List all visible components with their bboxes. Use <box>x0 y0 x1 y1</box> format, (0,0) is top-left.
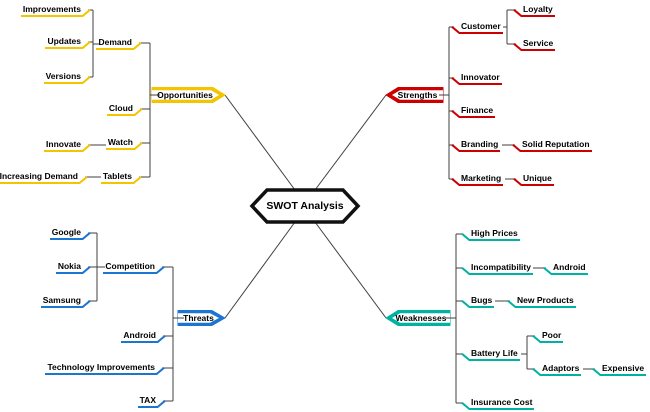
topic-service[interactable]: Service <box>521 38 556 51</box>
topic-loyalty[interactable]: Loyalty <box>521 4 555 17</box>
topic-branding[interactable]: Branding <box>459 139 501 152</box>
strengths-banner-shape <box>385 87 444 103</box>
topic-versions[interactable]: Versions <box>43 71 83 84</box>
opportunities-bracket <box>85 9 160 178</box>
topic-tax[interactable]: TAX <box>137 395 158 408</box>
branch-threats[interactable]: Threats <box>183 313 214 323</box>
center-topic[interactable]: SWOT Analysis <box>266 200 344 212</box>
weaknesses-banner-shape <box>385 310 451 326</box>
topic-updates[interactable]: Updates <box>45 36 83 49</box>
topic-watch[interactable]: Watch <box>105 137 135 150</box>
topic-android-weakness[interactable]: Android <box>551 262 588 275</box>
topic-google[interactable]: Google <box>49 227 83 240</box>
center-branch-links <box>224 94 387 319</box>
topic-adaptors[interactable]: Adaptors <box>540 363 582 376</box>
topic-android-threat[interactable]: Android <box>121 330 158 343</box>
weaknesses-bracket <box>446 233 595 404</box>
topic-battery-life[interactable]: Battery Life <box>469 348 520 361</box>
topic-incompatibility[interactable]: Incompatibility <box>469 262 533 275</box>
threats-banner-shape <box>177 310 226 326</box>
threats-bracket <box>88 232 184 402</box>
topic-high-prices[interactable]: High Prices <box>469 228 520 241</box>
topic-technology-improvements[interactable]: Technology Improvements <box>45 362 157 375</box>
strengths-bracket <box>439 9 516 180</box>
topic-innovate[interactable]: Innovate <box>44 139 83 152</box>
opportunities-banner-shape <box>151 87 226 103</box>
topic-insurance-cost[interactable]: Insurance Cost <box>469 397 535 410</box>
topic-unique[interactable]: Unique <box>521 173 554 186</box>
topic-tablets[interactable]: Tablets <box>100 171 134 184</box>
topic-finance[interactable]: Finance <box>459 105 496 118</box>
topic-nokia[interactable]: Nokia <box>55 261 83 274</box>
branch-opportunities[interactable]: Opportunities <box>157 90 213 100</box>
topic-innovator[interactable]: Innovator <box>459 72 502 85</box>
topic-expensive[interactable]: Expensive <box>600 363 647 376</box>
topic-cloud[interactable]: Cloud <box>106 103 135 116</box>
topic-marketing[interactable]: Marketing <box>459 173 504 186</box>
topic-customer[interactable]: Customer <box>459 21 503 34</box>
topic-competition[interactable]: Competition <box>103 261 157 274</box>
topic-solid-reputation[interactable]: Solid Reputation <box>520 139 592 152</box>
topic-samsung[interactable]: Samsung <box>40 295 83 308</box>
topic-new-products[interactable]: New Products <box>515 295 576 308</box>
topic-bugs[interactable]: Bugs <box>469 295 495 308</box>
topic-increasing-demand[interactable]: Increasing Demand <box>0 171 80 184</box>
center-topic-shape <box>249 188 361 224</box>
topic-demand[interactable]: Demand <box>96 37 134 50</box>
topic-improvements[interactable]: Improvements <box>20 4 83 17</box>
branch-weaknesses[interactable]: Weaknesses <box>395 313 447 323</box>
branch-strengths[interactable]: Strengths <box>397 90 438 100</box>
topic-poor[interactable]: Poor <box>540 330 564 343</box>
